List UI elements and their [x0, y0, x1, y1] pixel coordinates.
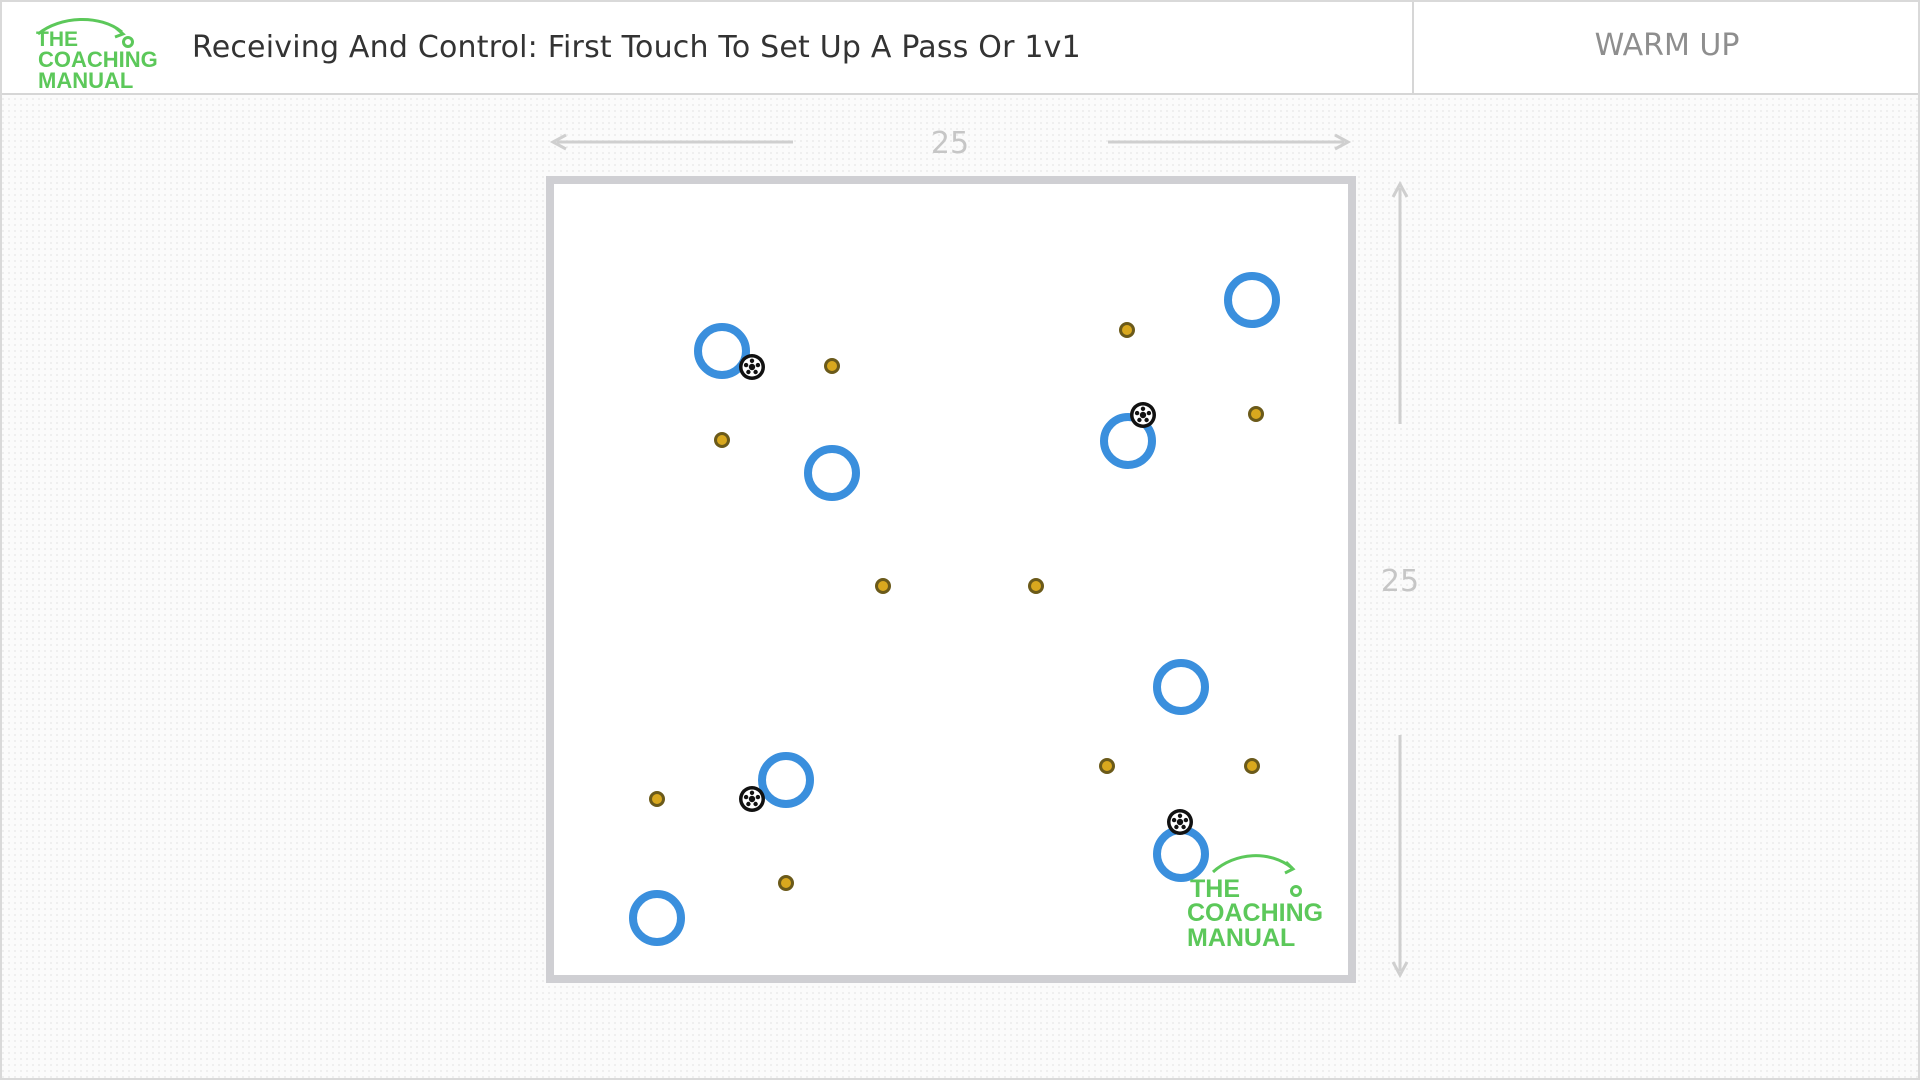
player-icon[interactable] [1100, 413, 1156, 469]
logo-ball-icon [122, 36, 134, 48]
arrow-right-icon [1334, 133, 1352, 151]
player-icon[interactable] [629, 890, 685, 946]
cone-icon [778, 875, 794, 891]
logo-arrow-icon [114, 26, 126, 39]
watermark-ball-icon [1290, 885, 1302, 897]
watermark-line-3: MANUAL [1187, 924, 1295, 952]
logo-line-1: THE [36, 28, 78, 51]
cone-icon [1244, 758, 1260, 774]
players [629, 272, 1280, 946]
cone-icon [875, 578, 891, 594]
cone-icon [824, 358, 840, 374]
player-icon[interactable] [1153, 659, 1209, 715]
ball-icon[interactable] [1167, 809, 1193, 835]
cone-icon [649, 791, 665, 807]
header-divider [1412, 0, 1414, 95]
header-bar: THE COACHING MANUAL Receiving And Contro… [0, 0, 1920, 95]
watermark-arrow-icon [1284, 860, 1296, 875]
page-title: Receiving And Control: First Touch To Se… [192, 30, 1081, 65]
logo-line-2: COACHING [38, 47, 158, 72]
logo-line-3: MANUAL [38, 68, 133, 90]
arrow-down-icon [1391, 961, 1409, 979]
ball-icon[interactable] [739, 354, 765, 380]
player-icon[interactable] [694, 323, 750, 379]
arrow-left-icon [549, 133, 567, 151]
width-label: 25 [931, 126, 969, 161]
watermark-arc-icon [1211, 854, 1293, 874]
player-icon[interactable] [758, 752, 814, 808]
logo-arc-icon [37, 18, 123, 36]
pitch-area [546, 176, 1356, 983]
watermark-line-2: COACHING [1187, 899, 1323, 927]
cone-icon [714, 432, 730, 448]
cone-icon [1248, 406, 1264, 422]
logo-mark: THE COACHING MANUAL [36, 18, 158, 93]
brand-logo[interactable]: THE COACHING MANUAL [30, 12, 170, 93]
pitch-watermark: THE COACHING MANUAL [1187, 854, 1323, 952]
cone-icon [1119, 322, 1135, 338]
cone-icon [1099, 758, 1115, 774]
ball-icon[interactable] [739, 786, 765, 812]
width-dimension: 25 [549, 126, 1352, 161]
height-label: 25 [1381, 564, 1419, 599]
height-dimension: 25 [1381, 180, 1419, 979]
arrow-up-icon [1391, 180, 1409, 198]
player-icon[interactable] [804, 445, 860, 501]
ball-icon[interactable] [1130, 402, 1156, 428]
session-phase-label: WARM UP [1594, 28, 1740, 63]
cone-icon [1028, 578, 1044, 594]
player-icon[interactable] [1224, 272, 1280, 328]
watermark-line-1: THE [1190, 875, 1240, 903]
